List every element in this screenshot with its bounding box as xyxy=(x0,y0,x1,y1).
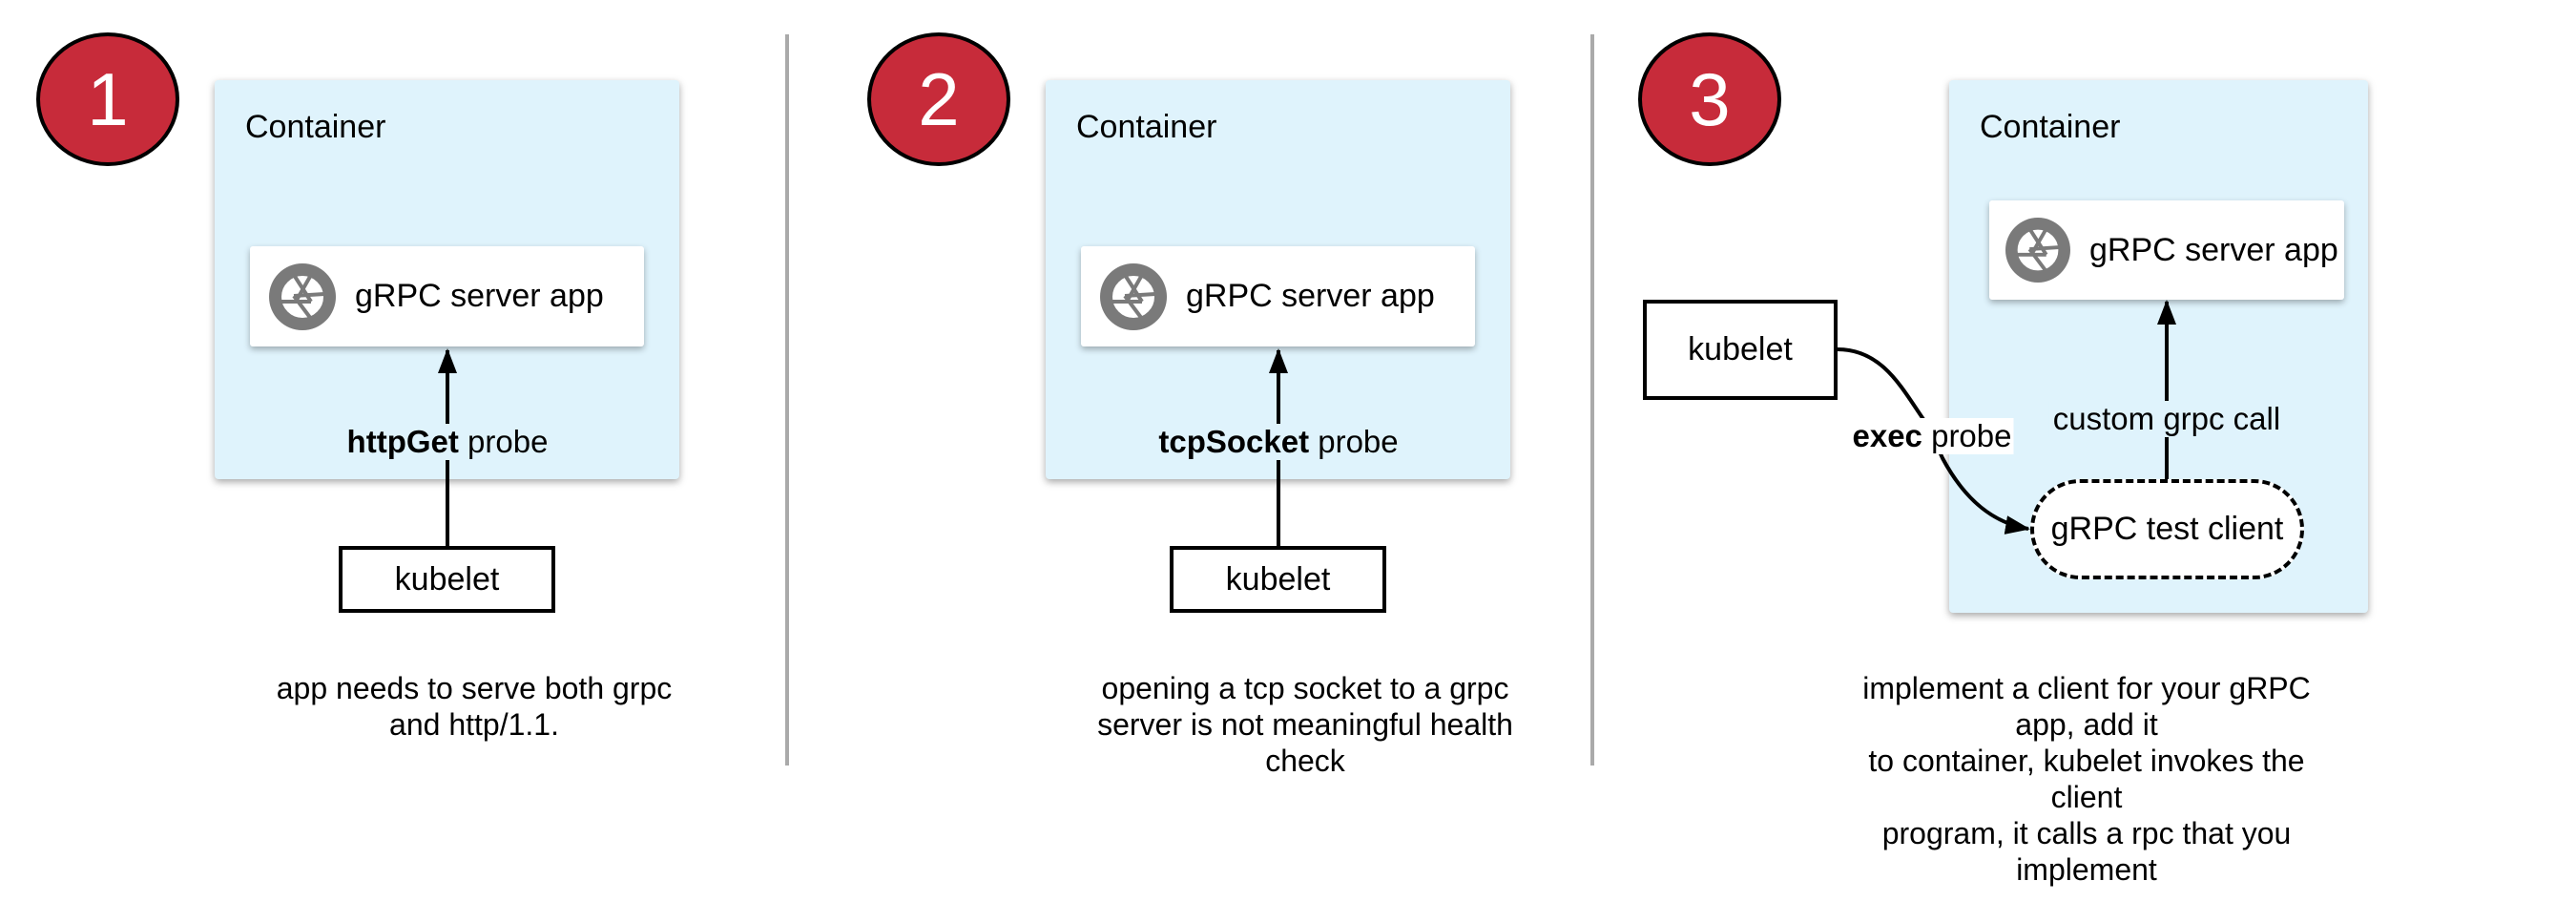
container-label: Container xyxy=(1076,109,1217,145)
server-label: gRPC server app xyxy=(1186,278,1435,314)
probe-type: exec xyxy=(1852,418,1922,453)
probe-type: tcpSocket xyxy=(1158,424,1310,459)
caption: implement a client for your gRPC app, ad… xyxy=(1842,670,2332,888)
container-label: Container xyxy=(245,109,386,145)
divider xyxy=(1590,34,1594,766)
grpc-server-app: gRPC server app xyxy=(1989,200,2344,300)
server-label: gRPC server app xyxy=(2089,231,2338,268)
step-number: 2 xyxy=(918,56,960,141)
step-number: 3 xyxy=(1689,56,1731,141)
caption: app needs to serve both grpc and http/1.… xyxy=(277,670,673,743)
probe-type: httpGet xyxy=(346,424,459,459)
kubelet-box: kubelet xyxy=(1643,300,1838,400)
kubelet-box: kubelet xyxy=(1170,546,1386,613)
aperture-icon xyxy=(269,262,336,330)
probe-suffix: probe xyxy=(1922,418,2012,453)
caption-line: to container, kubelet invokes the client xyxy=(1868,744,2305,814)
caption-line: server is not meaningful health xyxy=(1097,707,1513,742)
divider xyxy=(785,34,789,766)
grpc-test-client: gRPC test client xyxy=(2030,479,2304,579)
kubelet-label: kubelet xyxy=(394,560,500,598)
caption-line: check xyxy=(1265,744,1345,778)
caption-line: and http/1.1. xyxy=(389,707,559,742)
probe-suffix: probe xyxy=(1309,424,1399,459)
grpc-server-app: gRPC server app xyxy=(1081,246,1475,346)
step-badge-3: 3 xyxy=(1638,32,1781,166)
caption: opening a tcp socket to a grpc server is… xyxy=(1097,670,1513,779)
probe-label: httpGet probe xyxy=(343,424,552,460)
grpc-server-app: gRPC server app xyxy=(250,246,644,346)
step-badge-2: 2 xyxy=(867,32,1010,166)
caption-line: app needs to serve both grpc xyxy=(276,671,673,705)
kubelet-label: kubelet xyxy=(1688,331,1793,367)
probe-label: exec probe xyxy=(1850,418,2014,454)
probe-label: tcpSocket probe xyxy=(1154,424,1402,460)
kubelet-label: kubelet xyxy=(1225,560,1331,598)
caption-line: program, it calls a rpc that you impleme… xyxy=(1881,816,2292,887)
client-label: gRPC test client xyxy=(2050,511,2284,547)
kubelet-box: kubelet xyxy=(339,546,555,613)
step-number: 1 xyxy=(87,56,129,141)
aperture-icon xyxy=(1100,262,1167,330)
caption-line: opening a tcp socket to a grpc xyxy=(1101,671,1509,705)
container-label: Container xyxy=(1980,109,2121,145)
call-label: custom grpc call xyxy=(2048,401,2285,437)
caption-line: implement a client for your gRPC app, ad… xyxy=(1862,671,2311,742)
server-label: gRPC server app xyxy=(355,278,604,314)
aperture-icon xyxy=(2005,218,2070,283)
probe-suffix: probe xyxy=(458,424,549,459)
step-badge-1: 1 xyxy=(36,32,179,166)
